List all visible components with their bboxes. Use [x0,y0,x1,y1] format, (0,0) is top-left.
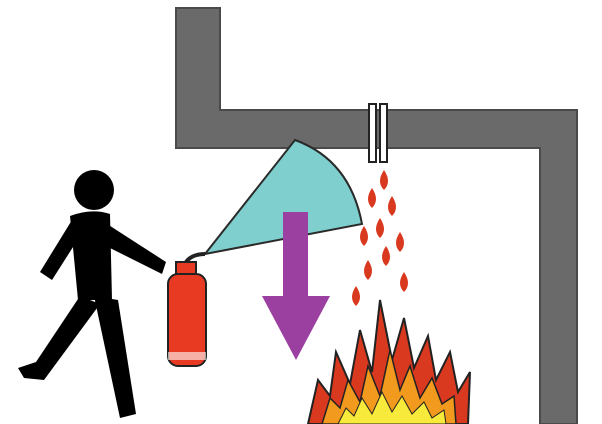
pipe-joint-left [369,104,376,162]
water-drop-icon [364,260,372,280]
water-drop-icon [400,272,408,292]
fire-extinguisher-icon [168,254,206,366]
water-drop-icon [352,286,360,306]
person-head [74,170,114,210]
water-drops [352,170,408,306]
water-drop-icon [382,246,390,266]
extinguisher-band [168,352,206,360]
pipe-joint-right [380,104,387,162]
water-drop-icon [388,196,396,216]
water-drop-icon [380,170,388,190]
water-drop-icon [396,232,404,252]
water-drop-icon [376,218,384,238]
extinguisher-valve [176,262,196,274]
person-leg-back [18,296,100,380]
fire-icon [308,300,470,424]
water-drop-icon [360,226,368,246]
person-leg-front [94,296,136,418]
water-drop-icon [368,188,376,208]
person-icon [18,170,166,418]
extinguisher-hose [186,254,205,262]
